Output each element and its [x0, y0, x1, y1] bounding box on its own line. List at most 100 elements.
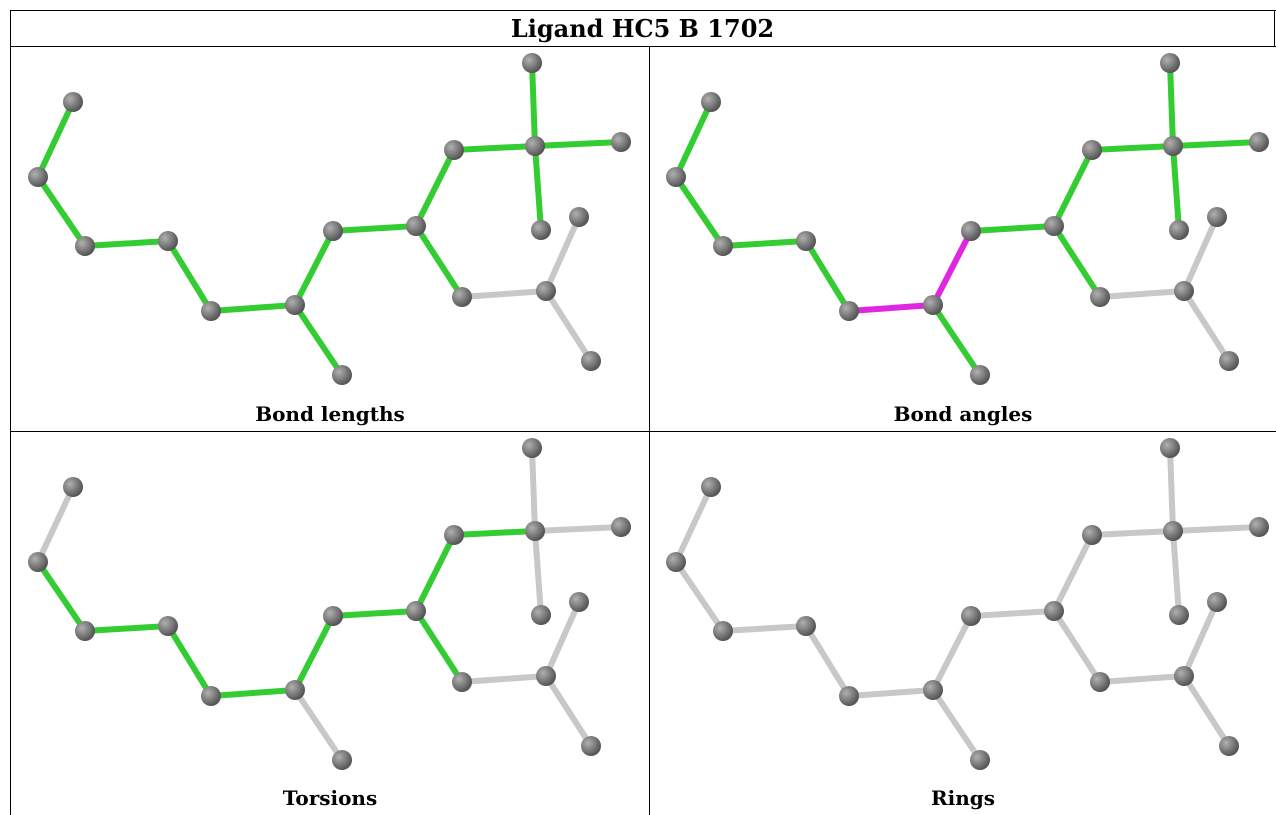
bond: [1089, 528, 1176, 538]
bond: [451, 528, 538, 538]
atom: [452, 672, 472, 692]
atom: [332, 750, 352, 770]
bond: [35, 484, 76, 565]
atom: [1163, 136, 1183, 156]
atom: [323, 221, 343, 241]
bond: [35, 174, 88, 249]
bond: [1181, 288, 1232, 364]
atom: [581, 736, 601, 756]
atom: [796, 231, 816, 251]
atom: [1207, 592, 1227, 612]
atom: [452, 287, 472, 307]
atom: [569, 592, 589, 612]
panel-bond-lengths: Bond lengths: [11, 47, 649, 431]
bond: [1051, 608, 1103, 685]
bond: [846, 302, 936, 314]
bond: [543, 288, 594, 364]
bond: [543, 214, 582, 294]
bond: [1167, 445, 1176, 534]
molecule-view-bond-lengths: [28, 53, 631, 385]
bond: [1089, 143, 1176, 153]
frame-top-border: [10, 10, 1276, 11]
bond: [1097, 288, 1187, 300]
atom: [63, 92, 83, 112]
atom: [525, 521, 545, 541]
atom: [961, 606, 981, 626]
bond: [208, 687, 298, 699]
bond: [330, 223, 419, 234]
atom: [536, 666, 556, 686]
bond: [82, 238, 171, 249]
frame-right-border: [1274, 10, 1275, 46]
atom: [569, 207, 589, 227]
bond: [413, 147, 457, 229]
atom: [839, 301, 859, 321]
atom: [1169, 605, 1189, 625]
bond: [529, 60, 538, 149]
atom: [713, 236, 733, 256]
bond: [930, 613, 974, 693]
atom: [1219, 736, 1239, 756]
atom: [522, 438, 542, 458]
bond: [1181, 673, 1232, 749]
atom: [1090, 672, 1110, 692]
bond: [1051, 223, 1103, 300]
bond: [1170, 139, 1262, 149]
bond: [968, 608, 1057, 619]
atom: [1044, 601, 1064, 621]
atom: [406, 216, 426, 236]
atom: [1160, 438, 1180, 458]
bond: [930, 228, 974, 308]
atom: [1219, 351, 1239, 371]
bond: [413, 608, 465, 685]
bond: [165, 623, 214, 699]
atom: [28, 552, 48, 572]
page-title: Ligand HC5 B 1702: [510, 13, 775, 43]
molecule-view-torsions: [28, 438, 631, 770]
caption-bond-lengths: Bond lengths: [255, 402, 405, 426]
bond: [803, 623, 852, 699]
bond: [292, 302, 345, 378]
atom: [666, 552, 686, 572]
panel-bond-angles: Bond angles: [650, 47, 1276, 431]
bond: [529, 445, 538, 534]
bond: [413, 223, 465, 300]
bond: [1097, 673, 1187, 685]
bond: [543, 599, 582, 679]
bond: [1167, 60, 1176, 149]
atom: [201, 301, 221, 321]
bond: [1051, 532, 1095, 614]
bond: [292, 613, 336, 693]
bond: [208, 302, 298, 314]
atom: [923, 295, 943, 315]
atom: [1090, 287, 1110, 307]
atom: [158, 231, 178, 251]
atom: [323, 606, 343, 626]
bond: [532, 139, 624, 149]
bond: [292, 687, 345, 763]
atom: [701, 92, 721, 112]
atom: [923, 680, 943, 700]
bond: [459, 673, 549, 685]
bond: [673, 484, 714, 565]
bond: [803, 238, 852, 314]
caption-bond-angles: Bond angles: [893, 402, 1033, 426]
atom: [1082, 140, 1102, 160]
bond: [930, 687, 983, 763]
bond: [673, 99, 714, 180]
bond: [532, 143, 544, 233]
atom: [581, 351, 601, 371]
frame-left-border: [10, 10, 11, 815]
atom: [536, 281, 556, 301]
atom: [531, 220, 551, 240]
atom: [531, 605, 551, 625]
panel-torsions: Torsions: [11, 432, 649, 815]
bond: [968, 223, 1057, 234]
bond: [930, 302, 983, 378]
molecule-view-bond-angles: [666, 53, 1269, 385]
bond: [532, 524, 624, 534]
atom: [1207, 207, 1227, 227]
atom: [522, 53, 542, 73]
bond: [451, 143, 538, 153]
atom: [839, 686, 859, 706]
